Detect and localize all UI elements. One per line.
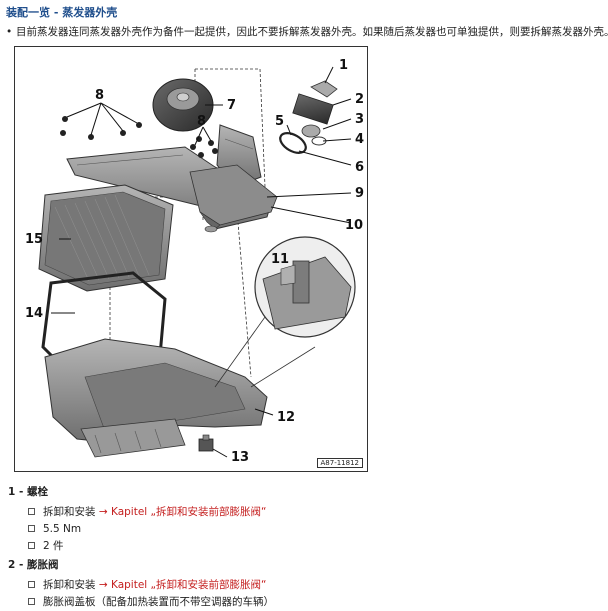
part-name: 螺栓 xyxy=(26,486,48,498)
callout-9: 9 xyxy=(355,186,364,201)
callout-7: 7 xyxy=(227,98,236,113)
part-evaporator xyxy=(38,184,174,292)
sub-text: 拆卸和安装 xyxy=(43,579,96,591)
callout-14: 14 xyxy=(25,306,43,321)
sub-item: 拆卸和安装 → Kapitel „拆卸和安装前部膨胀阀“ xyxy=(8,577,598,594)
sub-text: 拆卸和安装 xyxy=(43,506,96,518)
bullet: • xyxy=(6,26,13,38)
part-upper-housing xyxy=(66,146,278,233)
callout-10: 10 xyxy=(345,218,363,233)
callout-4: 4 xyxy=(355,132,364,147)
arrow-icon: → xyxy=(98,506,108,518)
callout-12: 12 xyxy=(277,410,295,425)
part-entry-1: 1 - 螺栓 拆卸和安装 → Kapitel „拆卸和安装前部膨胀阀“ 5.5 … xyxy=(8,484,598,555)
part-heading: 1 - 螺栓 xyxy=(8,484,598,500)
parts-list: 1 - 螺栓 拆卸和安装 → Kapitel „拆卸和安装前部膨胀阀“ 5.5 … xyxy=(8,484,598,611)
callout-11: 11 xyxy=(271,252,289,267)
sub-text: 膨胀阀盖板（配备加热装置而不带空调器的车辆） xyxy=(43,596,274,608)
part-number: 1 - xyxy=(8,486,24,498)
figure-reference: A87-11812 xyxy=(316,458,363,468)
part-screws xyxy=(60,116,218,158)
intro-text: 目前蒸发器连同蒸发器外壳作为备件一起提供，因此不要拆解蒸发器外壳。如果随后蒸发器… xyxy=(16,26,608,38)
callout-6: 6 xyxy=(355,160,364,175)
square-bullet-icon xyxy=(28,580,35,588)
callout-3: 3 xyxy=(355,112,364,127)
sub-item: 5.5 Nm xyxy=(8,521,598,538)
part-sensor xyxy=(198,434,214,452)
callout-2: 2 xyxy=(355,92,364,107)
callout-15: 15 xyxy=(25,232,43,247)
assembly-diagram: 1 2 3 4 5 6 7 8 8 9 10 11 12 13 14 15 A8… xyxy=(14,46,368,472)
square-bullet-icon xyxy=(28,541,35,549)
callout-13: 13 xyxy=(231,450,249,465)
part-name: 膨胀阀 xyxy=(26,559,59,571)
callout-5: 5 xyxy=(275,114,284,129)
part-lower-housing xyxy=(44,338,268,458)
square-bullet-icon xyxy=(28,507,35,515)
sub-text: 2 件 xyxy=(43,540,64,552)
page-title: 装配一览 - 蒸发器外壳 xyxy=(6,6,118,19)
part-heading: 2 - 膨胀阀 xyxy=(8,557,598,573)
arrow-icon: → xyxy=(98,579,108,591)
chapter-link[interactable]: Kapitel „拆卸和安装前部膨胀阀“ xyxy=(111,506,267,518)
callout-1: 1 xyxy=(339,58,348,73)
part-entry-2: 2 - 膨胀阀 拆卸和安装 → Kapitel „拆卸和安装前部膨胀阀“ 膨胀阀… xyxy=(8,557,598,611)
callout-labels: 1 2 3 4 5 6 7 8 8 9 10 11 12 13 14 15 xyxy=(25,58,364,465)
leader-lines xyxy=(51,66,352,458)
part-number: 2 - xyxy=(8,559,24,571)
intro-note: •目前蒸发器连同蒸发器外壳作为备件一起提供，因此不要拆解蒸发器外壳。如果随后蒸发… xyxy=(6,24,608,39)
sub-item: 2 件 xyxy=(8,538,598,555)
callout-8-left: 8 xyxy=(95,88,104,103)
assembly-drawing: 1 2 3 4 5 6 7 8 8 9 10 11 12 13 14 15 xyxy=(25,58,364,465)
sub-text: 5.5 Nm xyxy=(43,523,82,535)
detail-inset xyxy=(214,236,356,388)
chapter-link[interactable]: Kapitel „拆卸和安装前部膨胀阀“ xyxy=(111,579,267,591)
callout-8-right: 8 xyxy=(197,114,206,129)
sub-item: 膨胀阀盖板（配备加热装置而不带空调器的车辆） xyxy=(8,594,598,611)
square-bullet-icon xyxy=(28,597,35,605)
sub-item: 拆卸和安装 → Kapitel „拆卸和安装前部膨胀阀“ xyxy=(8,504,598,521)
square-bullet-icon xyxy=(28,524,35,532)
part-expansion-valve-group xyxy=(279,80,338,154)
